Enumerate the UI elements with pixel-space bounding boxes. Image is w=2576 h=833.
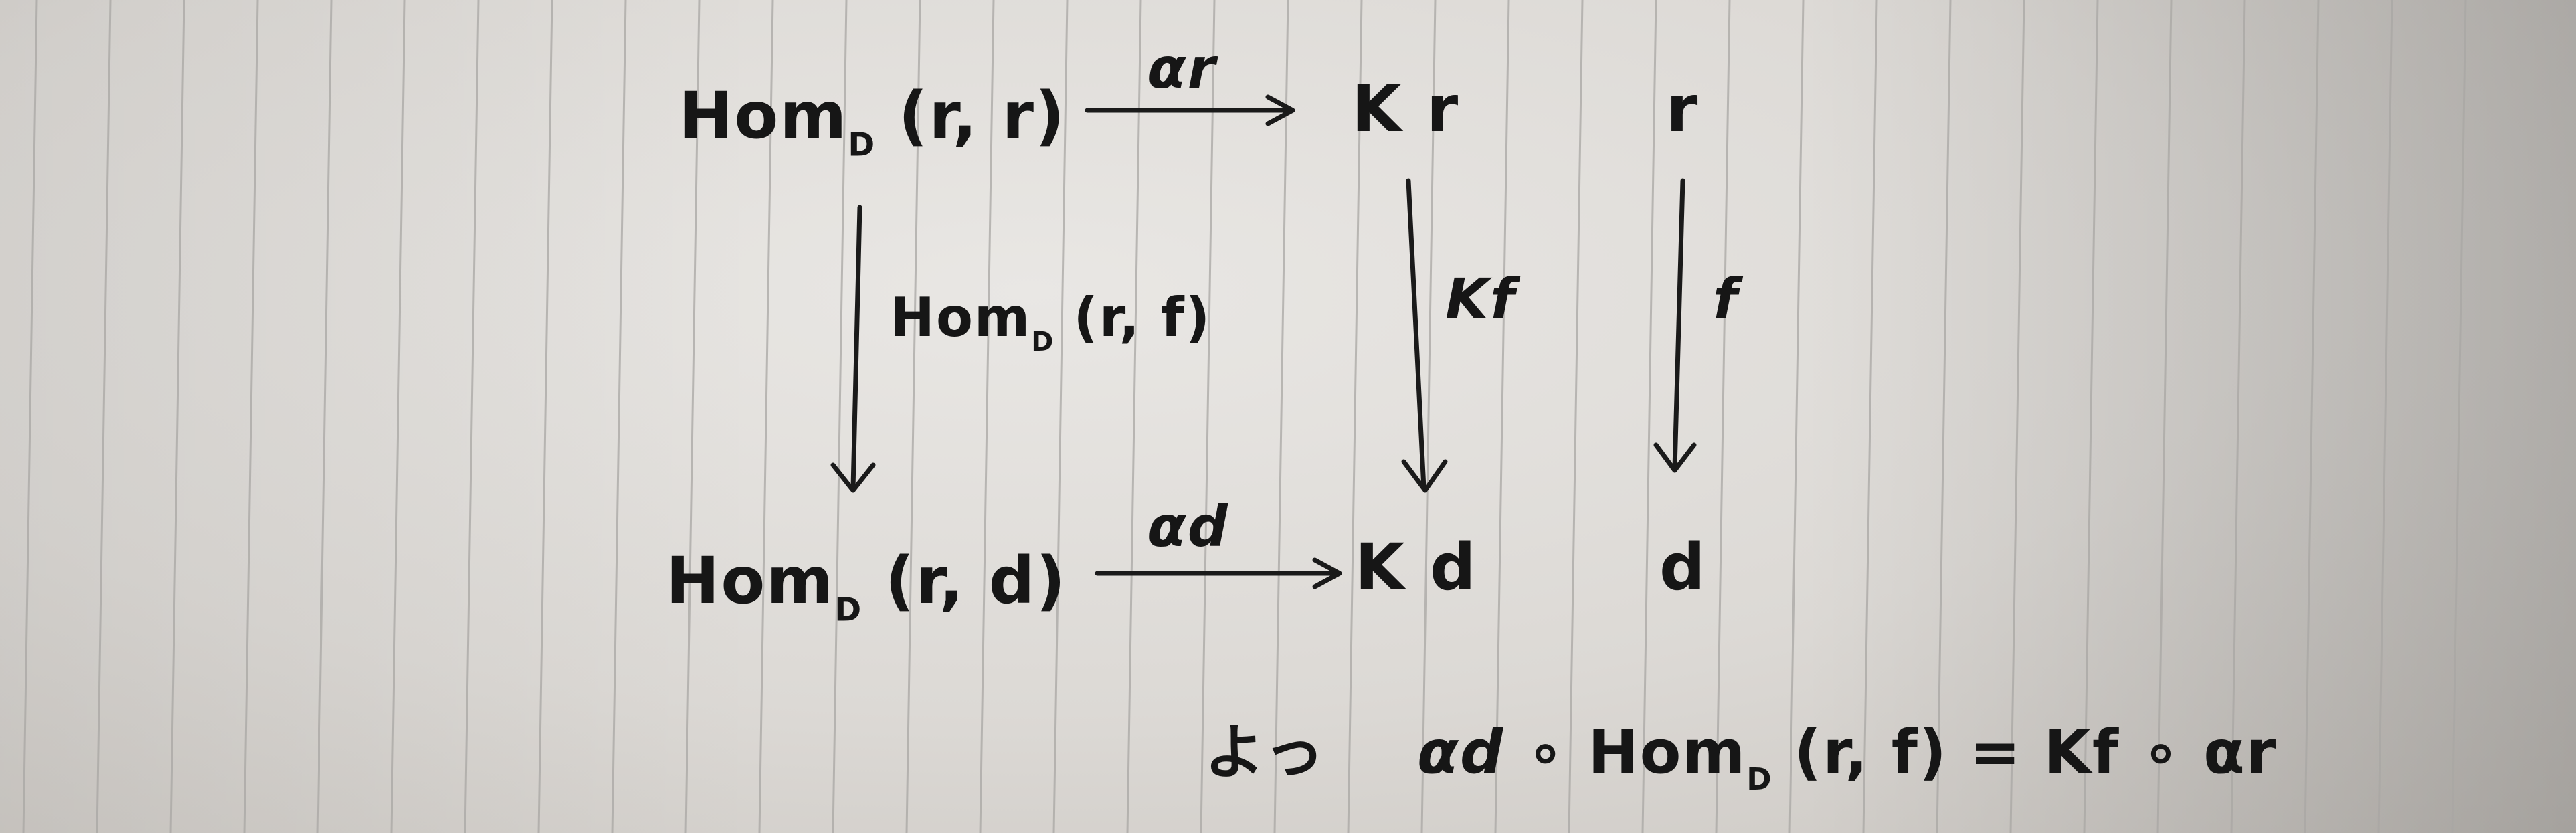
morphism-kf: Kf [1445,266,1516,332]
object-k-r: K r [1352,72,1460,147]
arrow-left [830,205,876,493]
morphism-f: f [1713,266,1739,332]
equation-prefix: よっ [1204,717,1326,788]
hom-subscript: D [1031,327,1054,357]
object-hom-r-r: HomD (r, r) [679,84,1066,161]
hom-args: (r, r) [898,78,1066,153]
equation-hom-args: (r, f) [1793,717,1948,788]
object-k-d: K d [1355,530,1477,605]
object-d-side: d [1659,530,1707,605]
morphism-hom-r-f: HomD (r, f) [890,291,1211,357]
equation-compose-dot: ∘ [1526,717,1566,788]
hom-subscript: D [848,126,875,164]
equation-equals: = [1970,717,2022,788]
naturality-equation: よっ αd ∘ HomD (r, f) = Kf ∘ αr [1204,723,2277,794]
hom-args: (r, d) [885,543,1067,618]
hom-text: Hom [890,286,1032,349]
equation-hom: Hom [1588,717,1747,788]
arrow-side [1653,178,1697,473]
equation-alpha-d: αd [1417,717,1505,788]
hom-text: Hom [666,543,835,618]
arrow-top [1085,94,1295,126]
arrow-bottom [1095,557,1342,589]
equation-hom-subscript: D [1746,761,1772,797]
hom-text: Hom [679,78,848,153]
equation-rhs: Kf ∘ αr [2044,717,2278,788]
morphism-alpha-d: αd [1147,494,1229,559]
arrow-right [1401,178,1448,493]
object-hom-r-d: HomD (r, d) [666,549,1067,626]
morphism-alpha-r: αr [1147,35,1217,101]
hom-subscript: D [834,591,862,629]
object-r-side: r [1666,72,1699,147]
hom-args: (r, f) [1073,286,1212,349]
